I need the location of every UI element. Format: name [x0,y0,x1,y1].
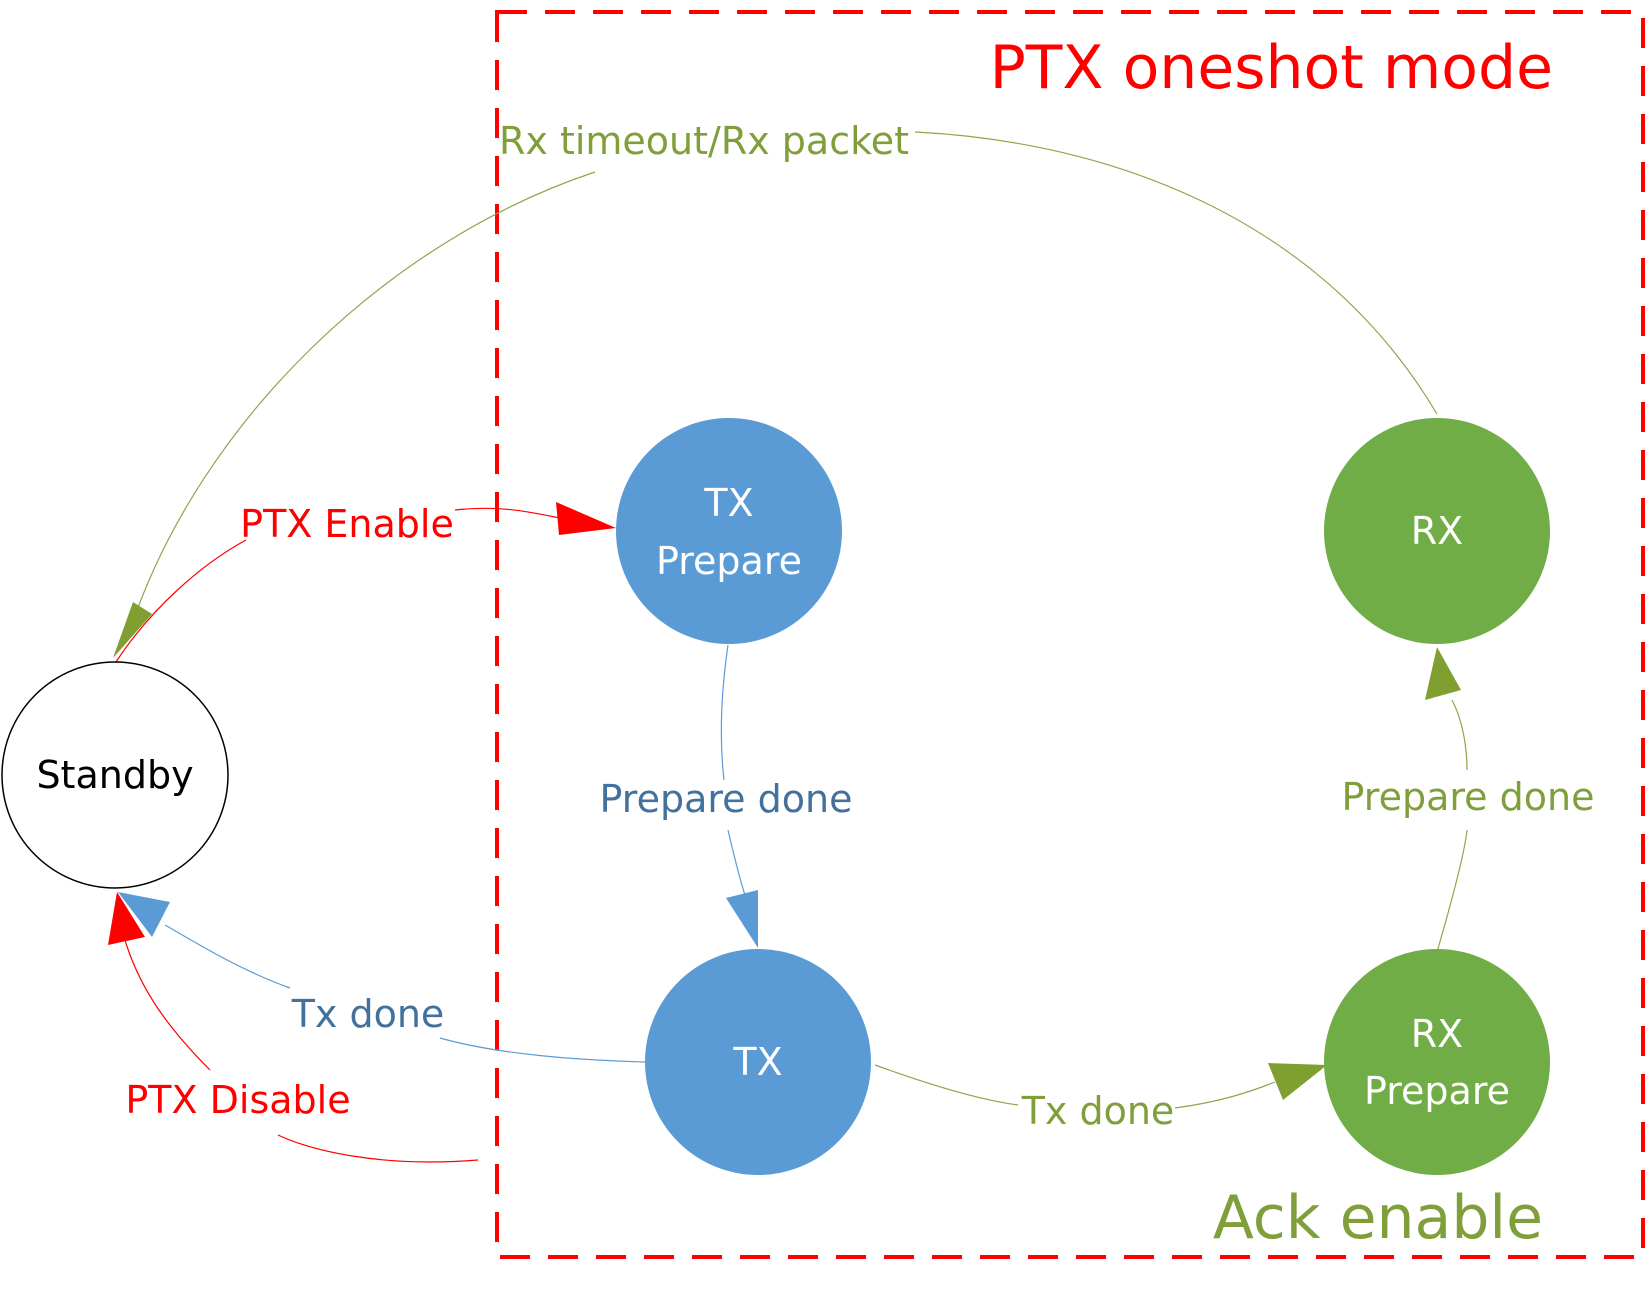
node-tx-prepare[interactable]: TX Prepare [616,418,842,644]
edge-tx-done-standby-a [439,1037,646,1063]
rx-prepare-label-line2: Prepare [1364,1069,1510,1113]
rx-label: RX [1411,509,1463,553]
label-tx-done-standby: Tx done [291,992,445,1036]
edge-tx-done-rxprep-a [874,1064,1019,1106]
edge-tx-done-rxprep-b [1174,1081,1276,1109]
arrowhead-ptx-enable [556,502,616,535]
rx-prepare-label-line1: RX [1411,1012,1463,1056]
edge-rx-prepare-done-b [1451,699,1468,771]
rx-circle [1324,418,1550,644]
edge-rx-to-standby-tail [129,171,596,631]
arrowhead-tx-done-rxprep [1268,1063,1327,1100]
label-ptx-disable: PTX Disable [125,1078,350,1122]
tx-prepare-label-line1: TX [703,481,753,525]
edge-ptx-enable-a [115,539,247,663]
arrowhead-tx-prepare-done [726,890,758,948]
label-ptx-enable: PTX Enable [240,502,454,546]
arrowhead-tx-done-standby [118,892,170,937]
standby-label: Standby [36,753,193,797]
arrowhead-rx-prepare-done [1425,647,1461,700]
edge-tx-prepare-done-b [727,829,746,896]
standby-circle [1,661,229,889]
tx-label: TX [732,1040,782,1084]
edge-ptx-disable-a [277,1134,479,1163]
label-rx-prepare-done: Prepare done [1342,775,1595,819]
edge-ptx-disable-b [124,939,211,1071]
node-rx-prepare[interactable]: RX Prepare [1324,949,1550,1175]
edge-tx-prepare-done-a [720,644,729,781]
arrowhead-ptx-disable [108,892,145,945]
region-title: PTX oneshot mode [990,33,1553,103]
edge-tx-done-standby-b [164,924,291,989]
label-tx-done-rxprep: Tx done [1021,1089,1175,1133]
label-rx-timeout-packet: Rx timeout/Rx packet [499,119,909,163]
tx-prepare-circle [616,418,842,644]
node-rx[interactable]: RX [1324,418,1550,644]
node-tx[interactable]: TX [645,949,871,1175]
node-standby[interactable]: Standby [1,661,229,889]
edge-rx-to-standby [914,131,1438,415]
region-subtitle: Ack enable [1213,1183,1543,1253]
edge-ptx-enable-b [454,507,561,519]
tx-circle [645,949,871,1175]
label-tx-prepare-done: Prepare done [600,777,853,821]
rx-prepare-circle [1324,949,1550,1175]
edge-rx-prepare-done-a [1436,829,1468,953]
arrowhead-rx-to-standby [113,602,152,658]
tx-prepare-label-line2: Prepare [656,539,802,583]
